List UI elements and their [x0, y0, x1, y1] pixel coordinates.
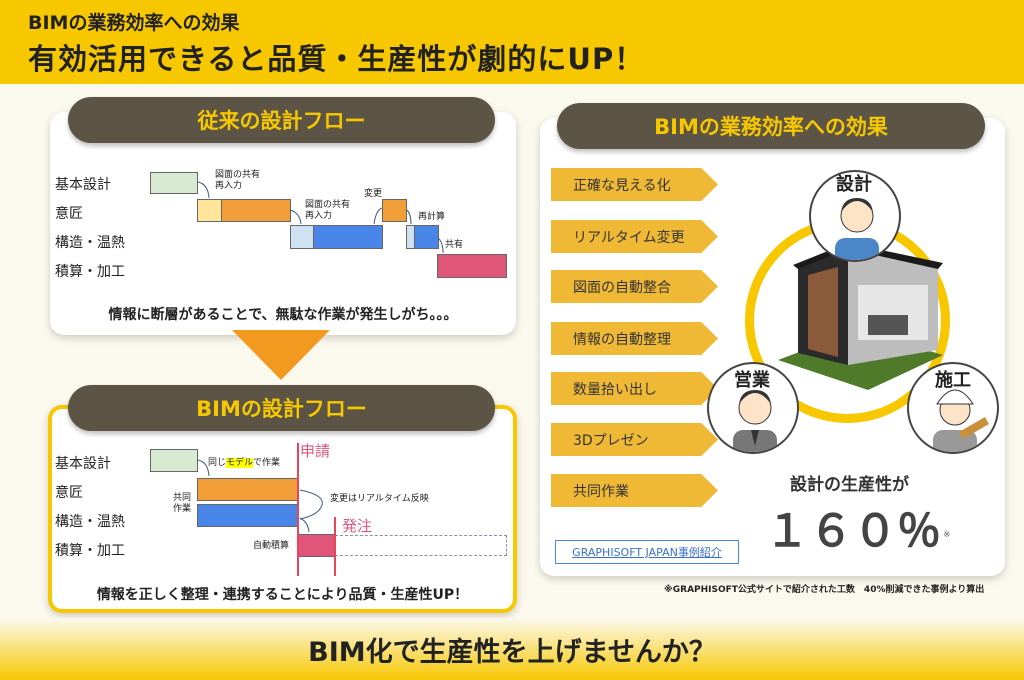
designer-avatar	[809, 170, 901, 262]
structure-bar	[313, 225, 383, 249]
basic-design-bar	[150, 172, 198, 194]
note-recalc: 再計算	[418, 212, 446, 222]
construction-avatar	[907, 362, 999, 454]
effect-item: 正確な見える化	[551, 168, 718, 201]
apply-label: 申請	[300, 442, 331, 460]
basic-design-bar	[150, 449, 198, 472]
bim-arrows	[197, 459, 323, 533]
footer-cta: BIM化で生産性を上げませんか？	[308, 637, 716, 668]
effect-item: 共同作業	[551, 474, 718, 507]
down-arrow-icon	[232, 330, 330, 380]
header-banner: BIMの業務効率への効果 有効活用できると品質・生産性が劇的にUP！	[0, 0, 1024, 84]
effects-title: BIMの業務効率への効果	[557, 103, 985, 149]
apply-line	[297, 443, 299, 576]
role-sales: 営業	[734, 370, 770, 391]
effect-item: 数量拾い出し	[551, 372, 718, 405]
traditional-flow-panel	[50, 112, 516, 335]
flow-arrows	[197, 181, 444, 254]
traditional-caption: 情報に断層があることで、無駄な作業が発生しがち。。。	[108, 307, 458, 323]
note-auto-estimate: 自動積算	[253, 541, 290, 551]
productivity-note-mark: ※	[943, 530, 951, 540]
structure-rework-bar	[290, 225, 314, 249]
row-label: 積算・加工	[55, 543, 125, 559]
bim-flow-panel	[48, 405, 517, 613]
effect-item: 図面の自動整合	[551, 270, 718, 303]
row-label: 積算・加工	[55, 264, 125, 280]
row-label: 構造・温熱	[55, 235, 125, 251]
bim-caption: 情報を正しく整理・連携することにより品質・生産性UP！	[96, 587, 469, 603]
row-label: 意匠	[55, 485, 83, 501]
role-design: 設計	[836, 174, 872, 195]
order-line	[334, 517, 336, 576]
header-subtitle: BIMの業務効率への効果	[28, 12, 240, 34]
bim-flow-title: BIMの設計フロー	[68, 385, 495, 431]
row-label: 構造・温熱	[55, 514, 125, 530]
header-title: 有効活用できると品質・生産性が劇的にUP！	[28, 42, 645, 76]
footer-banner	[0, 618, 1024, 680]
structure-recalc-bar	[414, 225, 439, 249]
role-construction: 施工	[935, 370, 971, 391]
footnote: ※GRAPHISOFT公式サイトで紹介された工数 40%削減できた事例より算出	[664, 585, 985, 595]
design-change-bar	[382, 199, 407, 222]
note-same-model: 同じモデルで作業	[208, 458, 281, 468]
note-realtime: 変更はリアルタイム反映	[330, 494, 429, 504]
traditional-flow-title: 従来の設計フロー	[68, 97, 495, 143]
effect-item: リアルタイム変更	[551, 220, 718, 253]
effect-item: 3Dプレゼン	[551, 423, 718, 456]
productivity-label: 設計の生産性が	[790, 475, 909, 495]
note-joint-work: 共同作業	[173, 493, 192, 514]
row-label: 基本設計	[55, 456, 111, 472]
sales-avatar	[707, 362, 799, 454]
note-share: 共有	[445, 240, 464, 250]
note-change: 変更	[364, 189, 383, 199]
productivity-value: １６０％	[765, 506, 941, 557]
row-label: 基本設計	[55, 177, 111, 193]
building-model-image	[778, 245, 943, 390]
effect-item: 情報の自動整理	[551, 322, 718, 355]
note-share-1: 図面の共有再入力	[215, 170, 261, 191]
row-label: 意匠	[55, 206, 83, 222]
case-study-link[interactable]: GRAPHISOFT JAPAN事例紹介	[555, 540, 739, 564]
estimate-bar	[437, 254, 507, 278]
order-label: 発注	[342, 517, 373, 535]
note-share-2: 図面の共有再入力	[305, 200, 351, 221]
